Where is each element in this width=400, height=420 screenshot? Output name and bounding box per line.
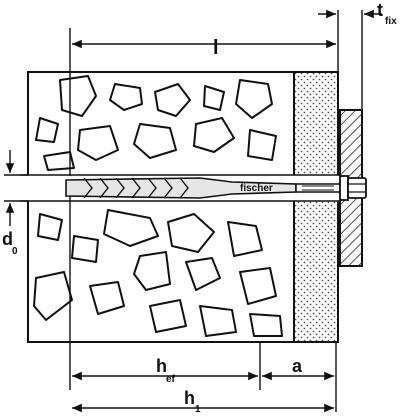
label-h1: h — [184, 388, 195, 408]
concrete-base — [27, 71, 295, 343]
label-h-ef: h — [156, 356, 167, 376]
label-t-fix: t — [377, 0, 383, 20]
concrete-aggregate — [33, 75, 283, 337]
label-a: a — [292, 356, 303, 376]
screw-hex-head — [347, 177, 367, 199]
label-l: l — [213, 37, 219, 59]
dimension-a — [262, 342, 337, 412]
dimension-t-fix — [318, 9, 382, 110]
brand-logo: fischer — [240, 183, 273, 194]
dimension-h-ef — [69, 196, 261, 390]
plug-expansion-ribs — [83, 177, 189, 199]
label-t-fix-subscript: fix — [385, 16, 397, 27]
dimension-d0 — [4, 150, 28, 226]
label-d0: d — [2, 229, 13, 249]
insulation-layer — [293, 71, 339, 343]
screw — [295, 175, 367, 201]
label-d0-subscript: 0 — [12, 246, 18, 257]
label-h-ef-subscript: ef — [166, 374, 176, 385]
dimension-l — [69, 10, 339, 176]
label-h1-subscript: 1 — [195, 404, 201, 415]
